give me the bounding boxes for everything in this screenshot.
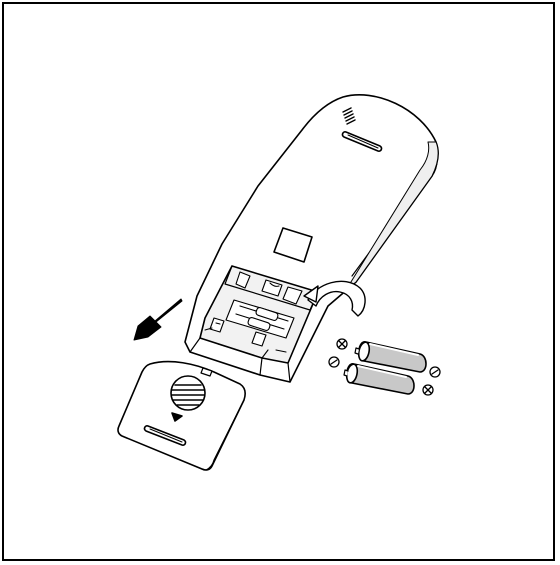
plus-symbol-icon [337, 339, 347, 349]
minus-symbol-icon [329, 357, 339, 367]
battery-cover [118, 362, 245, 470]
arrow-down-left-icon [134, 299, 182, 340]
minus-symbol-icon [430, 367, 440, 377]
remote-control [185, 95, 438, 382]
battery-installation-illustration [4, 4, 553, 559]
figure-frame [2, 2, 555, 561]
plus-symbol-icon [423, 385, 433, 395]
